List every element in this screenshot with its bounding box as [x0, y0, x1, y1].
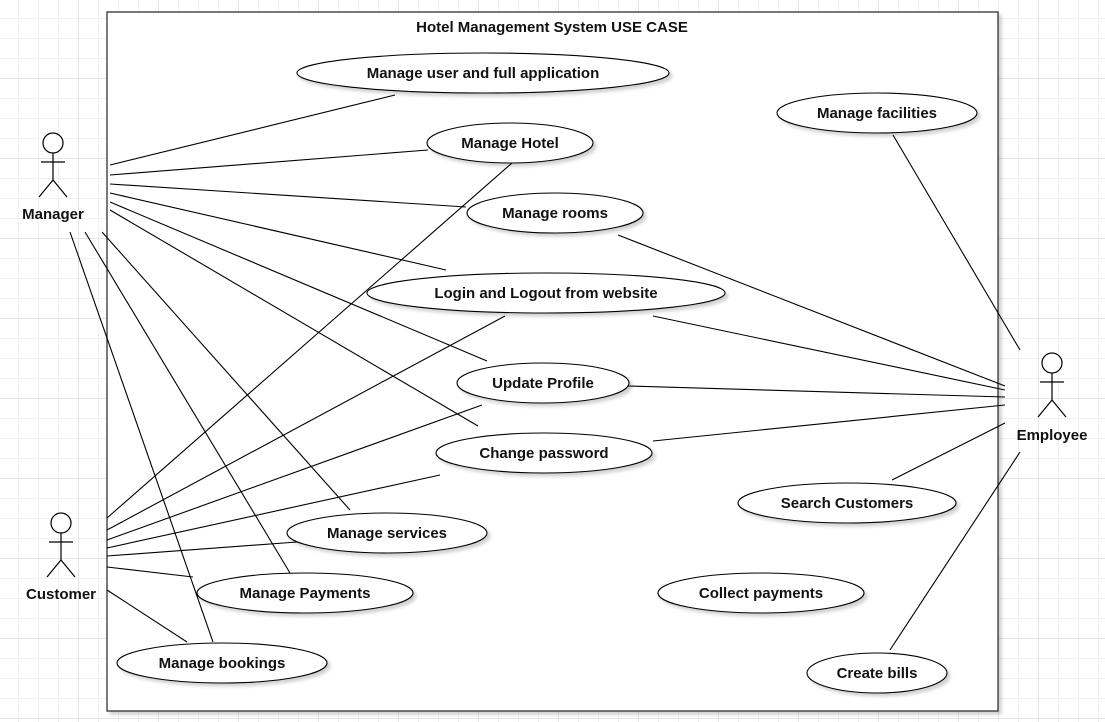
actor-head — [42, 132, 64, 154]
use-case-label: Manage Payments — [240, 585, 371, 602]
use-case-label: Login and Logout from website — [434, 285, 657, 302]
use-case-manage-payments[interactable]: Manage Payments — [196, 572, 414, 614]
use-case-change-password[interactable]: Change password — [435, 432, 653, 474]
association-employee-update-profile[interactable] — [627, 385, 1006, 398]
association-manager-manage-bookings[interactable] — [69, 231, 214, 643]
association-manager-update-profile[interactable] — [109, 201, 488, 362]
association-customer-manage-services[interactable] — [106, 541, 298, 557]
use-case-manage-services[interactable]: Manage services — [286, 512, 488, 554]
actor-label: Customer — [26, 586, 96, 603]
use-case-update-profile[interactable]: Update Profile — [456, 362, 630, 404]
association-customer-login-logout[interactable] — [106, 315, 506, 531]
actor-head — [50, 512, 72, 534]
association-manager-manage-payments[interactable] — [84, 231, 291, 574]
use-case-search-customers[interactable]: Search Customers — [737, 482, 957, 524]
association-manager-change-password[interactable] — [109, 209, 479, 427]
use-case-label: Manage facilities — [817, 105, 937, 122]
association-employee-create-bills[interactable] — [889, 451, 1021, 651]
use-case-label: Change password — [479, 445, 608, 462]
association-employee-manage-facilities[interactable] — [892, 134, 1021, 351]
association-customer-manage-bookings[interactable] — [106, 589, 188, 643]
association-manager-manage-services[interactable] — [101, 231, 351, 511]
actor-manager[interactable]: Manager — [22, 132, 84, 223]
association-employee-manage-rooms[interactable] — [617, 234, 1006, 387]
association-manager-manage-rooms[interactable] — [109, 183, 467, 208]
system-title: Hotel Management System USE CASE — [416, 19, 688, 36]
use-case-create-bills[interactable]: Create bills — [806, 652, 948, 694]
actor-customer[interactable]: Customer — [26, 512, 96, 603]
association-employee-login-logout[interactable] — [652, 315, 1006, 391]
actor-label: Manager — [22, 206, 84, 223]
use-case-label: Search Customers — [781, 495, 914, 512]
use-case-label: Manage rooms — [502, 205, 608, 222]
use-case-login-logout[interactable]: Login and Logout from website — [366, 272, 726, 314]
use-case-manage-rooms[interactable]: Manage rooms — [466, 192, 644, 234]
use-case-manage-hotel[interactable]: Manage Hotel — [426, 122, 594, 164]
use-case-label: Create bills — [837, 665, 918, 682]
actor-label: Employee — [1017, 427, 1088, 444]
use-case-label: Manage bookings — [159, 655, 286, 672]
association-manager-login-logout[interactable] — [109, 192, 447, 271]
use-case-label: Update Profile — [492, 375, 594, 392]
association-employee-search-customers[interactable] — [891, 422, 1006, 481]
use-case-manage-facilities[interactable]: Manage facilities — [776, 92, 978, 134]
actor-employee[interactable]: Employee — [1017, 352, 1088, 444]
use-case-label: Manage user and full application — [367, 65, 600, 82]
use-case-manage-user[interactable]: Manage user and full application — [296, 52, 670, 94]
use-case-collect-payments[interactable]: Collect payments — [657, 572, 865, 614]
use-case-label: Collect payments — [699, 585, 823, 602]
actor-head — [1041, 352, 1063, 374]
association-employee-change-password[interactable] — [652, 404, 1006, 442]
associations — [69, 94, 1021, 651]
association-customer-update-profile[interactable] — [106, 404, 483, 541]
association-manager-manage-user[interactable] — [109, 94, 396, 166]
association-customer-change-password[interactable] — [106, 474, 441, 549]
association-manager-manage-hotel[interactable] — [109, 149, 429, 176]
association-customer-manage-hotel[interactable] — [106, 162, 513, 519]
use-case-manage-bookings[interactable]: Manage bookings — [116, 642, 328, 684]
association-customer-manage-payments[interactable] — [106, 566, 194, 578]
use-case-label: Manage Hotel — [461, 135, 559, 152]
use-case-label: Manage services — [327, 525, 447, 542]
